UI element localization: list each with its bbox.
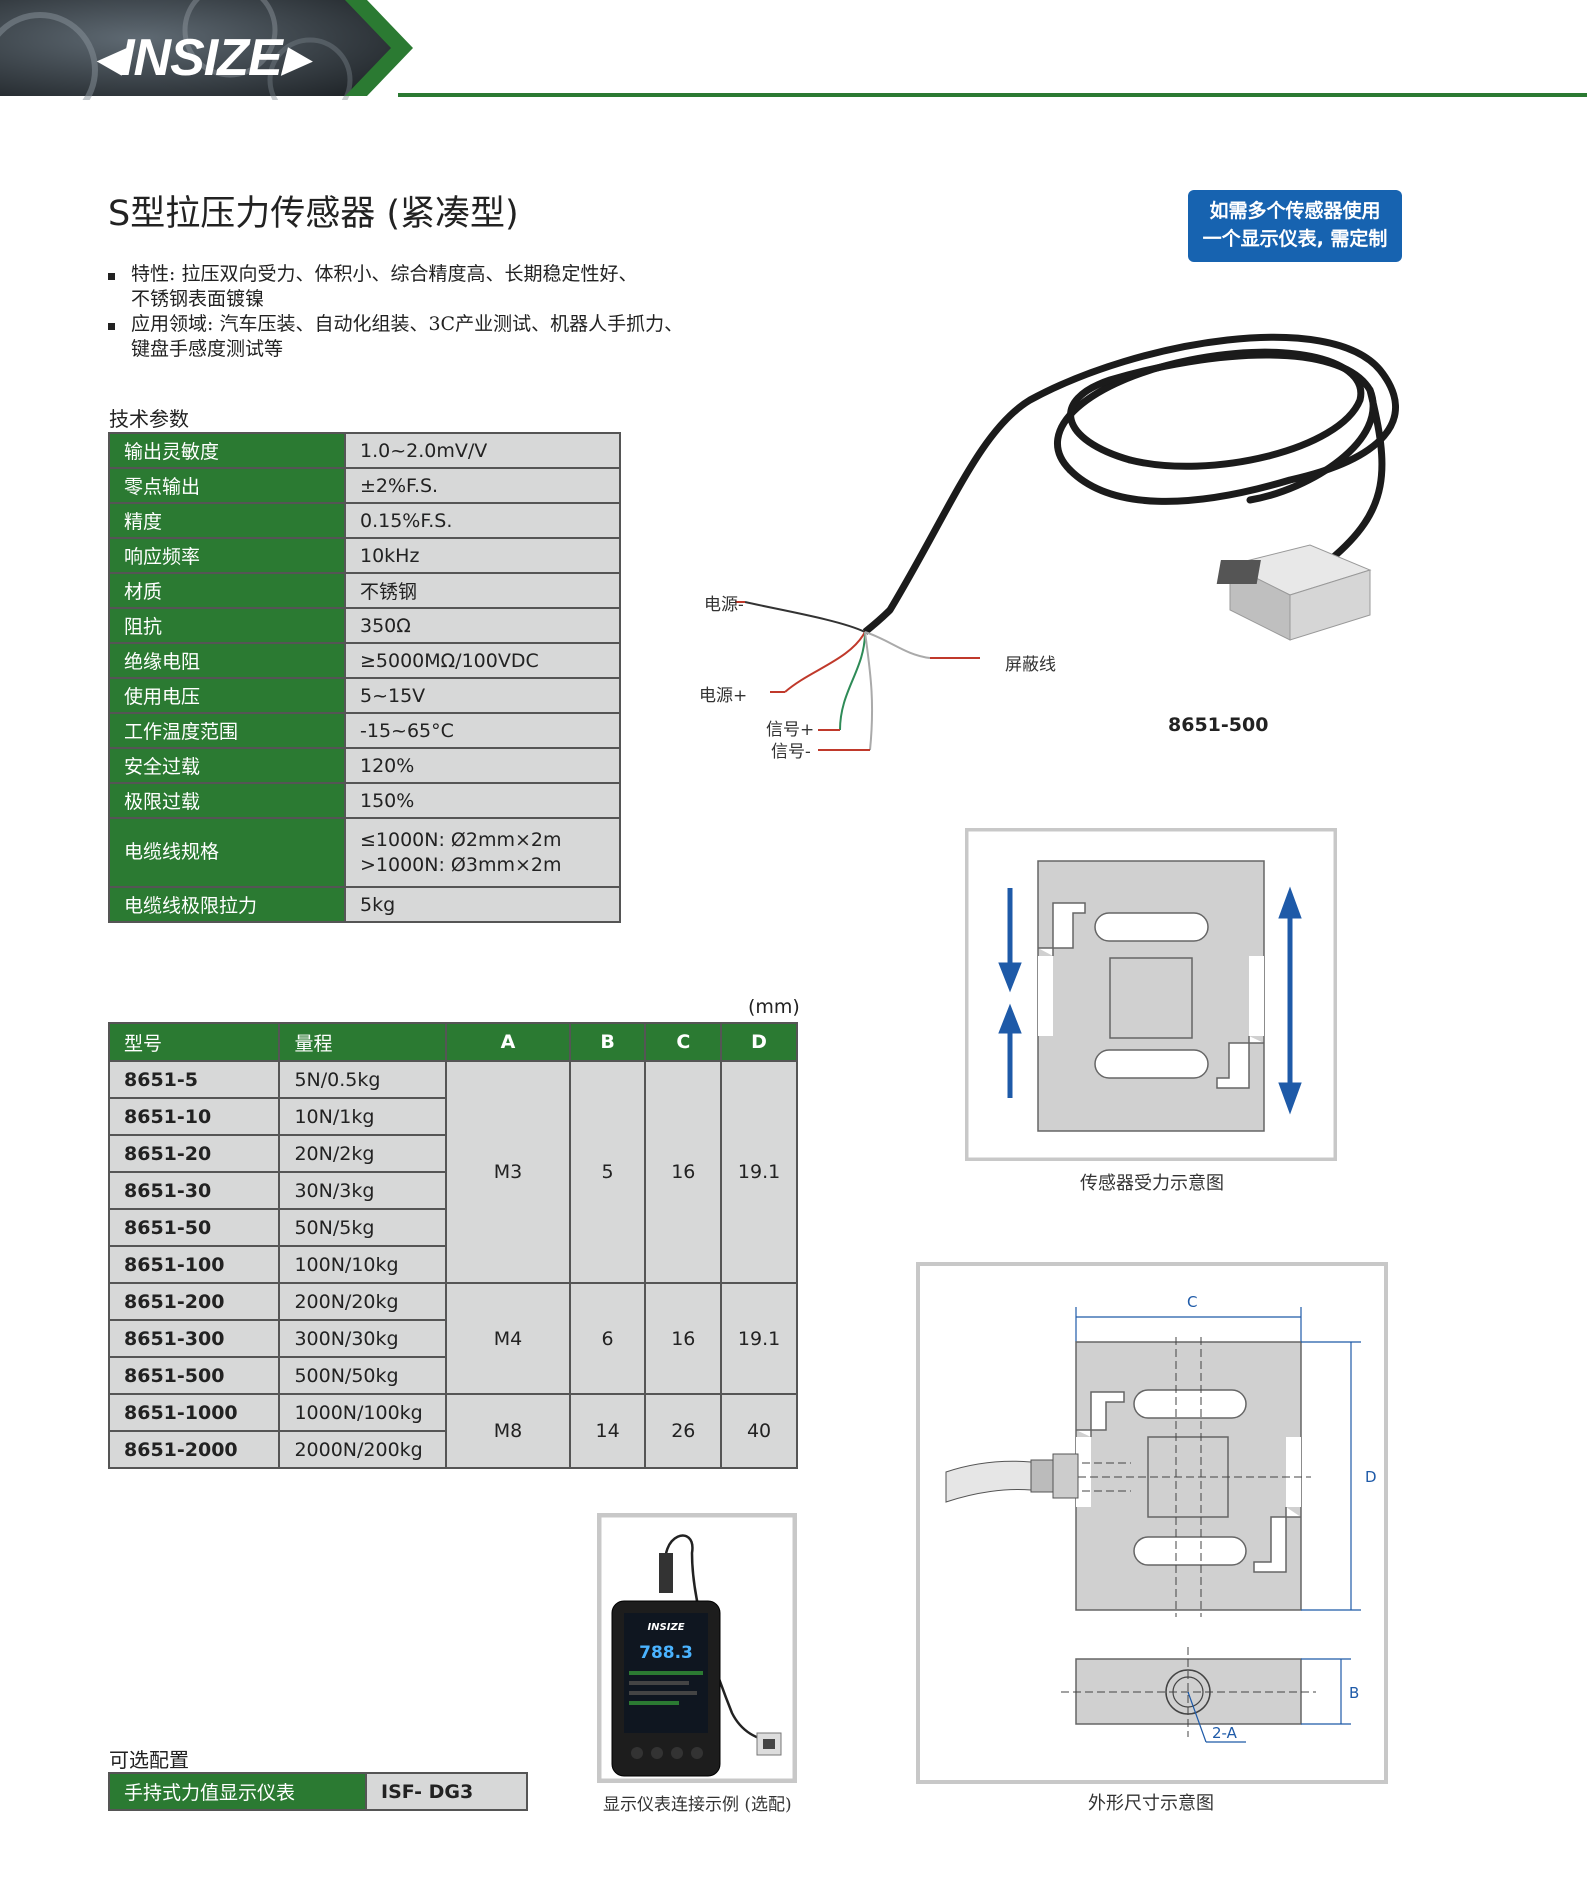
notice-line-2: 一个显示仪表, 需定制 <box>1202 228 1388 250</box>
force-arrows <box>998 886 1302 1115</box>
dim-line-d <box>1301 1341 1361 1611</box>
spec-row: 材质不锈钢 <box>108 572 621 609</box>
spec-row: 工作温度范围-15~65°C <box>108 712 621 749</box>
feature-item: 特性: 拉压双向受力、体积小、综合精度高、长期稳定性好、 不锈钢表面镀镍 <box>108 262 748 312</box>
page-title: S型拉压力传感器 (紧凑型) <box>108 194 519 234</box>
wire-label-signal-pos: 信号+ <box>766 720 815 740</box>
display-photo: INSIZE 788.3 <box>597 1513 797 1783</box>
logo-arrow-right-icon: ▸ <box>281 29 308 87</box>
display-brand: INSIZE <box>647 1622 684 1633</box>
cable-coil <box>886 333 1399 614</box>
force-caption: 传感器受力示意图 <box>1080 1173 1224 1194</box>
page-header <box>0 0 1587 128</box>
dim-label-c: C <box>1187 1293 1197 1311</box>
dimension-caption: 外形尺寸示意图 <box>1088 1793 1214 1814</box>
wire-label-power-neg: 电源- <box>704 595 744 615</box>
force-diagram <box>965 828 1337 1161</box>
feature-list: 特性: 拉压双向受力、体积小、综合精度高、长期稳定性好、 不锈钢表面镀镍 应用领… <box>108 262 748 362</box>
product-model-label: 8651-500 <box>1168 714 1269 736</box>
optional-row: 手持式力值显示仪表 ISF- DG3 <box>108 1772 528 1811</box>
unit-label: (mm) <box>748 996 800 1018</box>
brand-logo: ◂INSIZE▸ <box>95 28 308 88</box>
display-value: 788.3 <box>639 1643 693 1663</box>
dim-line-b <box>1187 1658 1351 1743</box>
dim-line-c <box>1075 1307 1302 1342</box>
wire-label-signal-neg: 信号- <box>771 742 811 762</box>
dimension-diagram: C D B 2-A <box>916 1262 1388 1784</box>
feature-item: 应用领域: 汽车压装、自动化组装、3C产业测试、机器人手抓力、 键盘手感度测试等 <box>108 312 748 362</box>
sensor-block <box>1216 544 1372 641</box>
product-photo <box>735 333 1399 751</box>
optional-table: 手持式力值显示仪表 ISF- DG3 <box>108 1772 528 1811</box>
wire-label-power-pos: 电源+ <box>699 686 748 706</box>
optional-heading: 可选配置 <box>109 1748 189 1772</box>
spec-heading: 技术参数 <box>109 407 189 431</box>
spec-row: 绝缘电阻≥5000MΩ/100VDC <box>108 642 621 679</box>
spec-row-cable: 电缆线规格 ≤1000N: Ø2mm×2m>1000N: Ø3mm×2m <box>108 817 621 888</box>
brand-name: INSIZE <box>120 29 283 87</box>
display-caption: 显示仪表连接示例 (选配) <box>603 1795 792 1815</box>
models-header-row: 型号 量程 A B C D <box>107 1022 798 1062</box>
dim-label-b: B <box>1349 1684 1359 1702</box>
custom-notice-badge: 如需多个传感器使用 一个显示仪表, 需定制 <box>1188 190 1402 262</box>
dim-label-hole: 2-A <box>1212 1724 1238 1742</box>
spec-row: 零点输出±2%F.S. <box>108 467 621 504</box>
wire-label-shield: 屏蔽线 <box>1005 655 1056 675</box>
header-banner <box>0 0 1587 128</box>
cable-wires <box>735 601 980 751</box>
dim-label-d: D <box>1365 1468 1377 1486</box>
logo-arrow-left-icon: ◂ <box>95 29 121 87</box>
notice-line-1: 如需多个传感器使用 <box>1209 200 1381 222</box>
